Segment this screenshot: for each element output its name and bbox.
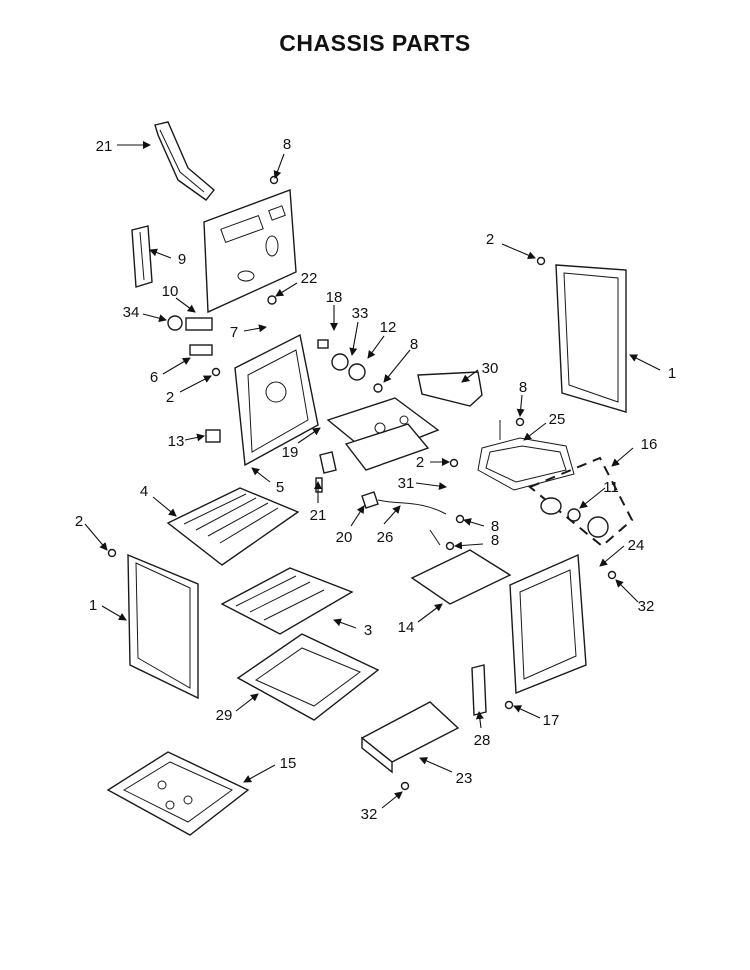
callout-28: 28 (474, 732, 491, 749)
callout-7: 7 (230, 324, 238, 341)
callout-6: 6 (150, 369, 158, 386)
callout-34: 34 (123, 304, 140, 321)
callout-16: 16 (641, 436, 658, 453)
callout-11: 11 (603, 479, 619, 496)
callout-32-bottom: 32 (361, 806, 378, 823)
callout-24: 24 (628, 537, 645, 554)
broil-pan-rack-part (220, 567, 354, 635)
callout-22: 22 (301, 270, 318, 287)
callout-1-right: 1 (668, 365, 676, 382)
callout-3: 3 (364, 622, 372, 639)
callout-12: 12 (380, 319, 397, 336)
callout-14: 14 (398, 619, 415, 636)
page-title: CHASSIS PARTS (279, 30, 471, 56)
callout-15: 15 (280, 755, 297, 772)
callout-32-right: 32 (638, 598, 655, 615)
callout-17: 17 (543, 712, 560, 729)
broil-element-part (477, 420, 575, 491)
side-trim-part (131, 225, 153, 288)
right-side-panel-part (555, 264, 627, 413)
door-frame-part (509, 553, 587, 695)
handle-bracket-part (154, 121, 215, 201)
callout-labels: 21 8 9 2 1 22 18 33 10 34 7 12 8 30 6 2 (75, 136, 676, 823)
left-side-panel-part (127, 553, 199, 700)
callout-29: 29 (216, 707, 233, 724)
callout-13: 13 (168, 433, 185, 450)
rear-panel-part (203, 189, 297, 314)
callout-8-bake: 8 (491, 532, 499, 549)
bottom-bracket-part (360, 701, 460, 774)
burner-box-part (326, 397, 440, 471)
callout-26: 26 (377, 529, 394, 546)
callout-1-left: 1 (89, 597, 97, 614)
callout-8-right: 8 (519, 379, 527, 396)
callout-31: 31 (398, 475, 415, 492)
bracket-30-part (417, 371, 483, 407)
callout-19: 19 (282, 444, 299, 461)
callout-2-left-lower: 2 (75, 513, 83, 530)
callout-5: 5 (276, 479, 284, 496)
hinge-part (471, 664, 487, 716)
callout-20: 20 (336, 529, 353, 546)
callout-21-handle: 21 (96, 138, 113, 155)
callout-2-left-upper: 2 (166, 389, 174, 406)
screw-parts (107, 175, 617, 791)
callout-8-lower-right: 8 (491, 518, 499, 535)
bake-element-part (410, 529, 512, 605)
callout-23: 23 (456, 770, 473, 787)
callout-33: 33 (352, 305, 369, 322)
callout-21-lower: 21 (310, 507, 327, 524)
callout-25: 25 (549, 411, 566, 428)
oven-rack-part (166, 487, 300, 566)
callout-2-center: 2 (416, 454, 424, 471)
igniter-parts (315, 339, 447, 515)
callout-9: 9 (178, 251, 186, 268)
callout-8-middle: 8 (410, 336, 418, 353)
callout-2-right: 2 (486, 231, 494, 248)
callout-18: 18 (326, 289, 343, 306)
oven-frame-part (205, 333, 319, 467)
callout-10: 10 (162, 283, 179, 300)
callout-8-top: 8 (283, 136, 291, 153)
callout-4: 4 (140, 483, 148, 500)
bottom-pan-part (106, 751, 250, 836)
terminal-block-part (167, 315, 213, 356)
knob-kit-part (528, 456, 634, 548)
callout-30: 30 (482, 360, 499, 377)
lower-drawer-part (236, 633, 380, 721)
